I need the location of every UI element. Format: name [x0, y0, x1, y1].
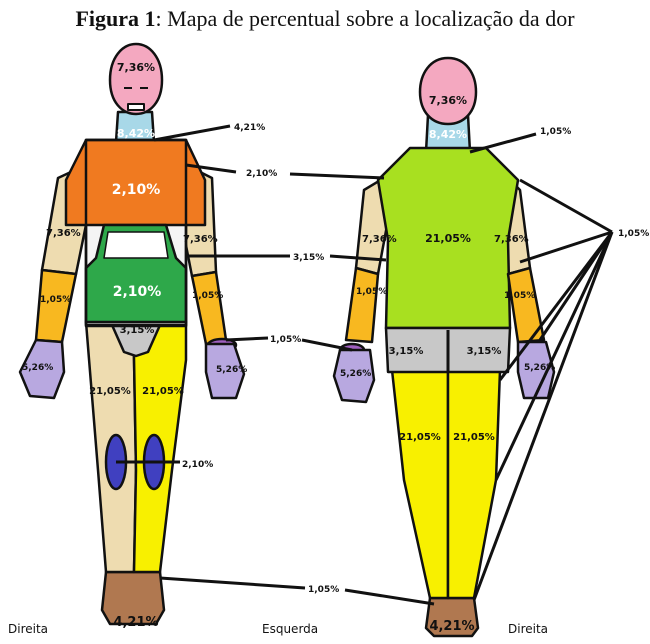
back-side-callout-label: 1,05% — [618, 229, 649, 239]
front-thigh-left-label: 21,05% — [142, 386, 184, 397]
front-upper-arm-left-label: 7,36% — [183, 234, 218, 245]
front-forearm-left-label: 1,05% — [192, 291, 223, 301]
label-left-side: Esquerda — [262, 622, 318, 636]
back-head — [420, 58, 476, 124]
back-forearm-left-label: 1,05% — [504, 291, 535, 301]
front-neck-label: 8,42% — [117, 127, 155, 140]
back-thigh-left-label: 21,05% — [453, 432, 495, 443]
front-neck-callout-label: 4,21% — [234, 123, 265, 133]
back-leg-left — [448, 370, 500, 598]
front-hand-right-label: 5,26% — [22, 363, 53, 373]
back-leg-right — [392, 370, 448, 598]
label-front-right-side: Direita — [8, 622, 48, 636]
front-hand-left-label: 5,26% — [216, 365, 247, 375]
front-abdomen-callout-label: 3,15% — [293, 253, 324, 263]
front-abdomen-gap — [104, 232, 168, 258]
back-hand-left-label: 5,26% — [524, 363, 555, 373]
front-mouth — [128, 104, 144, 110]
back-feet-label: 4,21% — [429, 619, 474, 634]
front-feet-callout-label: 1,05% — [308, 585, 339, 595]
back-neck-callout-label: 1,05% — [540, 127, 571, 137]
back-upper-arm-left-label: 7,36% — [494, 234, 529, 245]
back-upper-arm-right-label: 7,36% — [362, 234, 397, 245]
front-knee-callout-label: 2,10% — [182, 460, 213, 470]
back-main-label: 21,05% — [425, 232, 471, 245]
back-hand-right-label: 5,26% — [340, 369, 371, 379]
back-forearm-right — [346, 268, 378, 342]
front-forearm-left — [192, 272, 226, 344]
callout-line-wrist-front — [226, 338, 268, 340]
label-back-right-side: Direita — [508, 622, 548, 636]
front-upper-arm-right-label: 7,36% — [46, 228, 81, 239]
back-figure — [334, 58, 554, 636]
back-forearm-right-label: 1,05% — [356, 287, 387, 297]
back-neck-label: 8,42% — [429, 128, 467, 141]
front-abdomen-label: 2,10% — [113, 284, 162, 300]
front-chest-callout-label: 2,10% — [246, 169, 277, 179]
back-thigh-right-label: 21,05% — [399, 432, 441, 443]
callout-fan-2 — [520, 232, 612, 262]
front-forearm-right-label: 1,05% — [40, 295, 71, 305]
front-head-label: 7,36% — [117, 61, 155, 74]
callout-line-feet-front — [160, 578, 305, 588]
callout-line-front-neck — [154, 126, 230, 140]
callout-line-back-neck — [470, 134, 536, 152]
back-buttock-left-label: 3,15% — [467, 346, 502, 357]
callout-line-upper-back — [290, 174, 384, 178]
front-feet-label: 4,21% — [113, 615, 158, 630]
back-head-label: 7,36% — [429, 94, 467, 107]
front-wrist-callout-label: 1,05% — [270, 335, 301, 345]
front-chest-label: 2,10% — [112, 182, 161, 198]
back-buttock-right-label: 3,15% — [389, 346, 424, 357]
front-groin-label: 3,15% — [120, 325, 155, 336]
callout-line-feet-back — [345, 590, 434, 604]
callout-fan-1 — [520, 180, 612, 232]
front-thigh-right-label: 21,05% — [89, 386, 131, 397]
front-forearm-right — [36, 270, 76, 342]
